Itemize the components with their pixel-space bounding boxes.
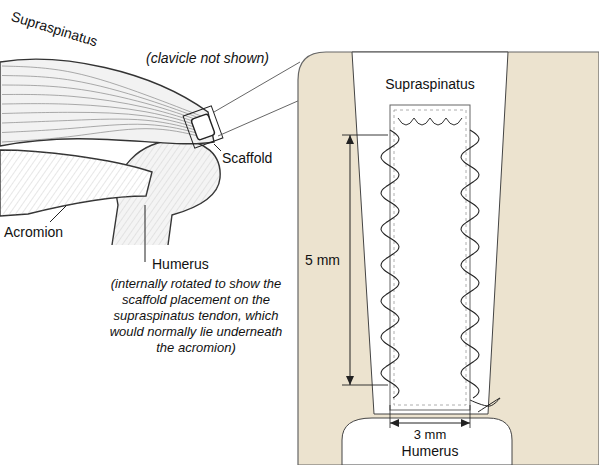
bone-label: Humerus bbox=[402, 443, 459, 459]
dimension-arrow bbox=[346, 135, 354, 385]
suture-thread bbox=[381, 130, 399, 398]
muscle-fibre bbox=[2, 76, 206, 121]
bone-label: Humerus bbox=[152, 256, 209, 272]
bone-label: Acromion bbox=[4, 224, 63, 240]
muscle-fibre bbox=[2, 66, 206, 118]
muscle-label: Supraspinatus bbox=[9, 8, 99, 49]
muscle-fibre bbox=[2, 129, 206, 142]
dimension-arrow bbox=[390, 419, 470, 427]
extension-line bbox=[342, 385, 388, 386]
zoom-line bbox=[214, 62, 300, 112]
sutures bbox=[381, 130, 500, 412]
explanatory-note: (internally rotated to show the scaffold… bbox=[100, 276, 292, 356]
extension-line bbox=[470, 405, 471, 428]
note-label: (clavicle not shown) bbox=[146, 50, 269, 66]
acromion-shading bbox=[0, 150, 152, 216]
suture-thread bbox=[461, 130, 479, 398]
scaffold-outline bbox=[390, 105, 470, 410]
scaffold-label: Scaffold bbox=[222, 150, 272, 166]
leader-line bbox=[214, 144, 221, 151]
supraspinatus-muscle bbox=[0, 59, 214, 146]
dimension-line bbox=[390, 423, 470, 424]
muscle-fibre bbox=[2, 104, 206, 128]
dimension-label: 3 mm bbox=[414, 427, 447, 443]
tendon bbox=[352, 52, 508, 414]
acromion-bone bbox=[0, 150, 152, 216]
zoom-box bbox=[183, 106, 223, 148]
scaffold-patch bbox=[191, 114, 215, 141]
extension-line bbox=[390, 405, 391, 428]
muscle-fibre bbox=[2, 124, 206, 135]
suture-top bbox=[398, 118, 462, 125]
inset-panel bbox=[298, 52, 599, 465]
leader-line bbox=[50, 206, 66, 222]
dimension-label: 5 mm bbox=[305, 252, 340, 268]
tendon-label: Supraspinatus bbox=[385, 76, 475, 92]
suture-knot bbox=[470, 398, 500, 412]
extension-line bbox=[342, 135, 388, 136]
muscle-fibre bbox=[2, 94, 206, 125]
humerus-bone-inset bbox=[342, 418, 512, 465]
dimension-line bbox=[350, 135, 351, 385]
leader-line bbox=[145, 205, 146, 262]
scaffold-inner bbox=[394, 110, 466, 405]
muscle-striations bbox=[2, 66, 206, 142]
zoom-line bbox=[218, 100, 300, 136]
